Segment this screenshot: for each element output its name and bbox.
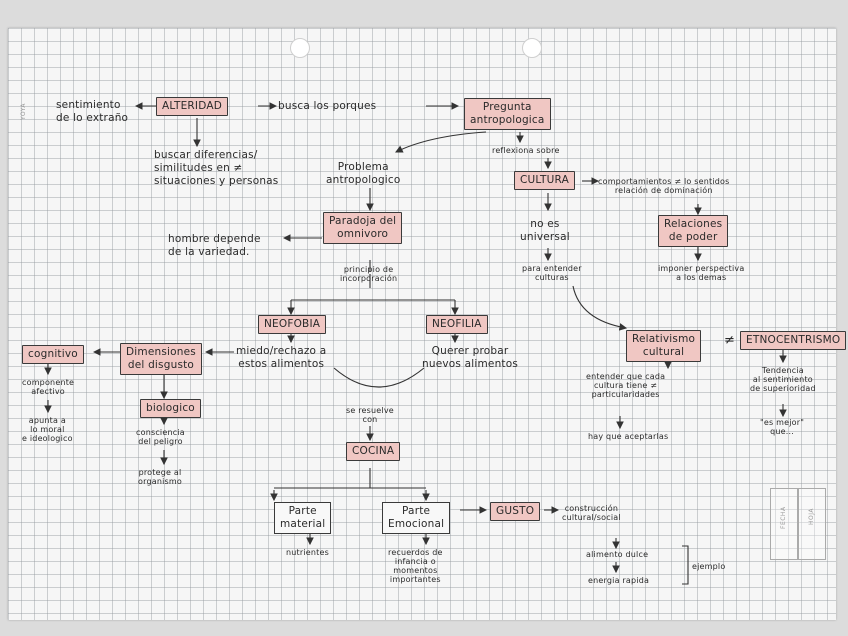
- notebook-page: YOYA FECHA HOJA: [8, 28, 847, 620]
- node-recuerdos: recuerdos de infancia o momentos importa…: [388, 548, 443, 584]
- node-dimensiones: Dimensiones del disgusto: [120, 343, 202, 375]
- node-para-entender: para entender culturas: [522, 264, 582, 282]
- node-alteridad: ALTERIDAD: [156, 97, 228, 116]
- node-paradoja: Paradoja del omnivoro: [323, 212, 403, 244]
- node-gusto: GUSTO: [490, 502, 541, 521]
- node-entender-cada: entender que cada cultura tiene ≠ partic…: [586, 372, 666, 399]
- node-parte-material: Parte material: [274, 502, 332, 534]
- node-problema: Problema antropologico: [326, 161, 401, 186]
- node-principio: principio de incorporación: [340, 265, 398, 283]
- node-cognitivo: cognitivo: [22, 345, 84, 364]
- node-not-equal: ≠: [724, 333, 736, 348]
- node-cocina: COCINA: [346, 442, 401, 461]
- node-energia: energia rapida: [588, 576, 650, 585]
- ejemplo-bracket: [682, 545, 689, 585]
- arrow-pregunta-problema: [395, 131, 487, 153]
- node-relaciones: Relaciones de poder: [658, 215, 729, 247]
- node-construccion: construcción cultural/social: [562, 504, 621, 522]
- node-alimento: alimento dulce: [586, 550, 649, 559]
- node-es-mejor: "es mejor" que...: [760, 418, 805, 436]
- footer-box-sheet: HOJA: [798, 488, 826, 560]
- node-miedo: miedo/rechazo a estos alimentos: [236, 345, 327, 370]
- node-hombre: hombre depende de la variedad.: [168, 233, 261, 258]
- node-se-resuelve: se resuelve con: [346, 406, 394, 424]
- node-pregunta: Pregunta antropologica: [464, 98, 551, 130]
- node-buscar-diferencias: buscar diferencias/ similitudes en ≠ sit…: [154, 149, 279, 187]
- node-ejemplo: ejemplo: [692, 562, 726, 571]
- node-querer: Querer probar nuevos alimentos: [422, 345, 519, 370]
- node-busca: busca los porques: [278, 100, 377, 112]
- arrow-para-relativismo: [572, 285, 628, 331]
- footer-box-date: FECHA: [770, 488, 798, 560]
- node-hay-que: hay que aceptarlas: [588, 432, 669, 441]
- node-reflexiona: reflexiona sobre: [492, 146, 560, 155]
- node-imponer: imponer perspectiva a los demas: [658, 264, 745, 282]
- node-consciencia: consciencia del peligro: [136, 428, 185, 446]
- node-nutrientes: nutrientes: [286, 548, 330, 557]
- node-protege: protege al organismo: [138, 468, 182, 486]
- node-tendencia: Tendencia al sentimiento de superioridad: [750, 366, 816, 393]
- node-componente: componente afectivo: [22, 378, 75, 396]
- binder-hole-left: [290, 38, 310, 58]
- node-cultura: CULTURA: [514, 171, 575, 190]
- node-neofobia: NEOFOBIA: [258, 315, 327, 334]
- binder-hole-right: [522, 38, 542, 58]
- node-relativismo: Relativismo cultural: [626, 330, 702, 362]
- node-etnocentrismo: ETNOCENTRISMO: [740, 331, 847, 350]
- node-sentimiento: sentimiento de lo extraño: [56, 99, 129, 124]
- node-parte-emocional: Parte Emocional: [382, 502, 451, 534]
- resolve-curve: [333, 367, 425, 388]
- node-comportamientos: comportamientos ≠ lo sentidos relación d…: [598, 177, 730, 195]
- node-biologico: biologico: [140, 399, 201, 418]
- node-neofilia: NEOFILIA: [426, 315, 488, 334]
- node-no-es: no es universal: [520, 218, 570, 243]
- node-apunta: apunta a lo moral e ideologico: [22, 416, 73, 443]
